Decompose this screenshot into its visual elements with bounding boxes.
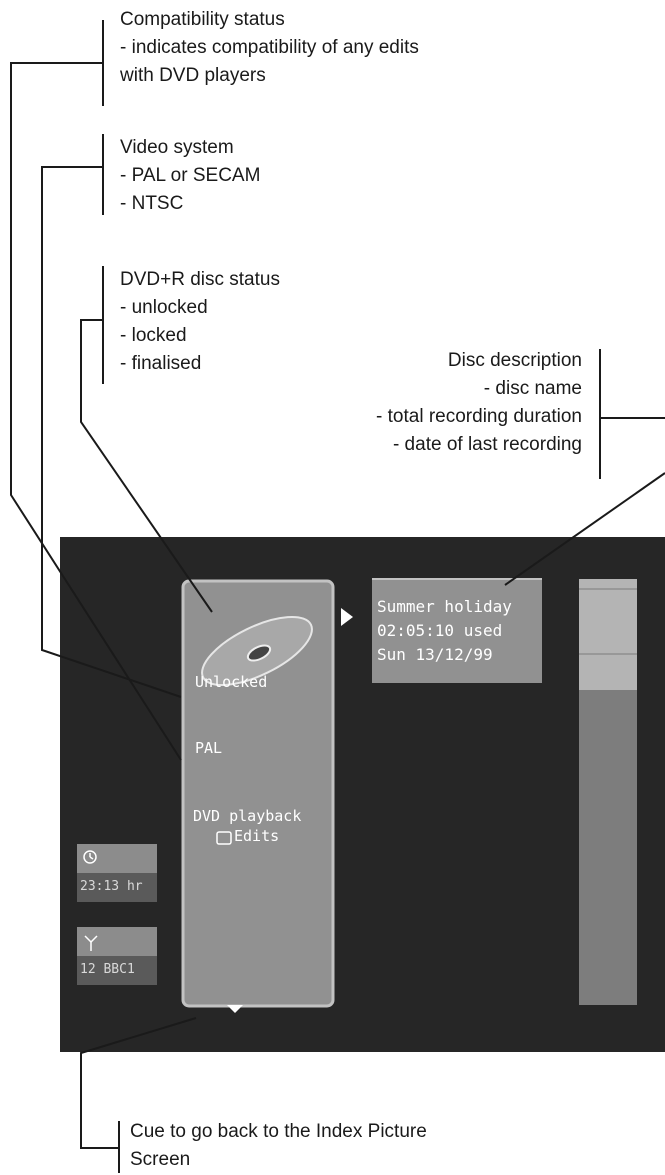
osd-screen: Unlocked PAL DVD playback Edits Summer h…	[60, 537, 665, 1052]
compat-label: DVD playback	[193, 807, 302, 825]
disc-used: 02:05:10 used	[377, 621, 503, 640]
scrollbar-thumb[interactable]	[579, 579, 637, 690]
callout-disc-desc-line2: - total recording duration	[376, 406, 582, 427]
osd-graphics	[77, 578, 637, 1013]
callout-cue-line2: Screen	[130, 1149, 191, 1170]
callout-disc-status-line3: - finalised	[120, 353, 202, 374]
disc-date: Sun 13/12/99	[377, 645, 493, 664]
callout-video-line2: - NTSC	[120, 193, 184, 214]
callout-cue: Cue to go back to the Index Picture Scre…	[130, 1118, 427, 1174]
callout-disc-desc-title: Disc description	[447, 350, 582, 371]
callout-disc-desc-line1: - disc name	[483, 378, 582, 399]
callout-video-line1: - PAL or SECAM	[120, 165, 261, 186]
callout-disc-status-title: DVD+R disc status	[120, 269, 280, 290]
callout-video-title: Video system	[120, 137, 234, 158]
callout-disc-description: Disc description - disc name - total rec…	[280, 347, 582, 459]
checkbox-icon[interactable]	[216, 831, 232, 845]
callout-compatibility-line1: - indicates compatibility of any edits	[120, 37, 419, 58]
disc-description-box	[372, 579, 542, 683]
callout-disc-status: DVD+R disc status - unlocked - locked - …	[120, 266, 280, 378]
edits-label: Edits	[234, 827, 280, 845]
antenna-icon	[84, 935, 98, 951]
clock-icon	[83, 850, 97, 864]
callout-disc-status-line2: - locked	[120, 325, 187, 346]
disc-name: Summer holiday	[377, 597, 512, 616]
callout-compatibility-line2: with DVD players	[120, 65, 266, 86]
arrow-down-icon[interactable]	[227, 1005, 243, 1013]
arrow-right-icon[interactable]	[341, 608, 353, 626]
clock-time: 23:13 hr	[80, 879, 143, 894]
callout-compatibility-title: Compatibility status	[120, 9, 285, 30]
callout-compatibility: Compatibility status - indicates compati…	[120, 6, 419, 90]
callout-disc-status-line1: - unlocked	[120, 297, 208, 318]
disc-status-label: Unlocked	[195, 673, 268, 691]
video-system-label: PAL	[195, 739, 223, 757]
callout-cue-line1: Cue to go back to the Index Picture	[130, 1121, 427, 1142]
disc-icon	[201, 615, 313, 687]
callout-video-system: Video system - PAL or SECAM - NTSC	[120, 134, 260, 218]
callout-disc-desc-line3: - date of last recording	[392, 434, 582, 455]
disc-panel[interactable]	[181, 579, 335, 1008]
channel-name: 12 BBC1	[80, 962, 135, 977]
